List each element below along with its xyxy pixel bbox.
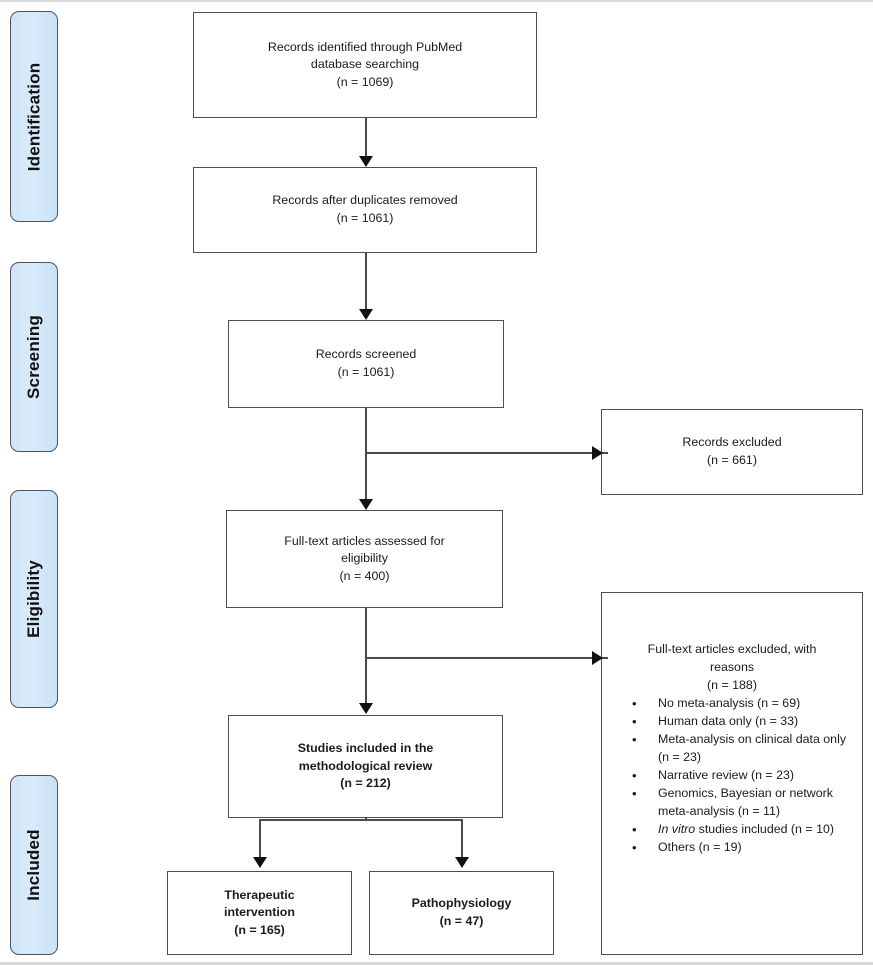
connector-fulltext-to-included bbox=[365, 608, 367, 705]
box-records-identified[interactable]: Records identified through PubMed databa… bbox=[193, 12, 537, 118]
connector-to-therapeutic bbox=[259, 819, 261, 859]
page-edge-top bbox=[0, 0, 873, 2]
list-item: Human data only (n = 33) bbox=[632, 713, 856, 732]
box-records-identified-text: Records identified through PubMed databa… bbox=[267, 39, 463, 89]
connector-duplicates-to-screened bbox=[365, 253, 367, 310]
arrow-fulltext-to-included bbox=[359, 703, 373, 714]
stage-tab-screening-label: Screening bbox=[24, 315, 43, 399]
box-fulltext-assessed[interactable]: Full-text articles assessed for eligibil… bbox=[226, 510, 503, 608]
list-item: Genomics, Bayesian or network meta-analy… bbox=[632, 785, 856, 821]
page-edge-bottom bbox=[0, 962, 873, 965]
box-records-excluded[interactable]: Records excluded (n = 661) bbox=[601, 409, 863, 495]
box-records-after-duplicates[interactable]: Records after duplicates removed (n = 10… bbox=[193, 167, 537, 253]
arrow-to-pathophysiology bbox=[455, 857, 469, 868]
box-records-after-duplicates-text: Records after duplicates removed (n = 10… bbox=[272, 193, 458, 225]
box-records-screened[interactable]: Records screened (n = 1061) bbox=[228, 320, 504, 408]
arrow-to-therapeutic bbox=[253, 857, 267, 868]
connector-screened-to-excluded bbox=[365, 452, 608, 454]
arrow-screened-to-fulltext bbox=[359, 499, 373, 510]
box-therapeutic-intervention[interactable]: Therapeutic intervention (n = 165) bbox=[167, 871, 352, 955]
invitro-italic-prefix: In vitro bbox=[658, 821, 696, 836]
exclusion-reasons-list: No meta-analysis (n = 69) Human data onl… bbox=[602, 695, 862, 858]
invitro-rest: studies included (n = 10) bbox=[695, 821, 834, 836]
list-item: Narrative review (n = 23) bbox=[632, 767, 856, 786]
stage-tab-identification-label: Identification bbox=[24, 62, 44, 171]
connector-included-split-bar bbox=[259, 819, 463, 821]
connector-identified-to-duplicates bbox=[365, 118, 367, 158]
list-item: No meta-analysis (n = 69) bbox=[632, 695, 856, 714]
arrow-identified-to-duplicates bbox=[359, 156, 373, 167]
stage-tab-screening[interactable]: Screening bbox=[10, 262, 58, 452]
stage-tab-eligibility-label: Eligibility bbox=[24, 560, 44, 638]
box-fulltext-assessed-text: Full-text articles assessed for eligibil… bbox=[284, 533, 445, 583]
arrow-screened-to-excluded bbox=[592, 446, 603, 460]
connector-fulltext-to-reasons bbox=[365, 657, 608, 659]
stage-tab-included-label: Included bbox=[24, 829, 43, 901]
box-fulltext-excluded[interactable]: Full-text articles excluded, with reason… bbox=[601, 592, 863, 955]
box-pathophysiology-text: Pathophysiology (n = 47) bbox=[411, 896, 512, 928]
list-item: Others (n = 19) bbox=[632, 839, 856, 858]
list-item-invitro: In vitro studies included (n = 10) bbox=[632, 821, 856, 840]
stage-tab-identification[interactable]: Identification bbox=[10, 11, 58, 222]
box-pathophysiology[interactable]: Pathophysiology (n = 47) bbox=[369, 871, 554, 955]
box-fulltext-excluded-heading: Full-text articles excluded, with reason… bbox=[647, 642, 817, 692]
box-therapeutic-intervention-text: Therapeutic intervention (n = 165) bbox=[224, 887, 295, 937]
box-records-excluded-text: Records excluded (n = 661) bbox=[682, 435, 782, 467]
arrow-duplicates-to-screened bbox=[359, 309, 373, 320]
stage-tab-eligibility[interactable]: Eligibility bbox=[10, 490, 58, 708]
connector-to-pathophysiology bbox=[461, 819, 463, 859]
stage-tab-included[interactable]: Included bbox=[10, 775, 58, 955]
box-studies-included-text: Studies included in the methodological r… bbox=[297, 741, 434, 791]
arrow-fulltext-to-reasons bbox=[592, 651, 603, 665]
connector-screened-to-fulltext bbox=[365, 408, 367, 501]
box-studies-included[interactable]: Studies included in the methodological r… bbox=[228, 715, 503, 818]
list-item: Meta-analysis on clinical data only (n =… bbox=[632, 731, 856, 767]
box-records-screened-text: Records screened (n = 1061) bbox=[315, 347, 417, 379]
